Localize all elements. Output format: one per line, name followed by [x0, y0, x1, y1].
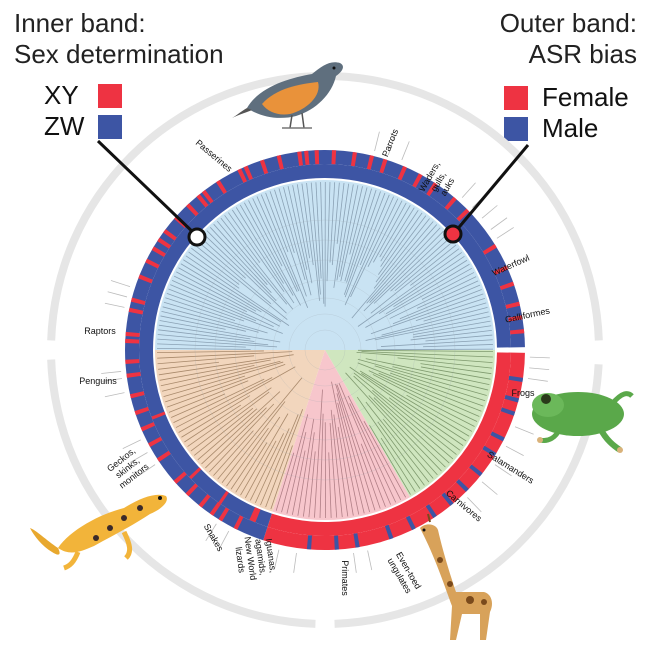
clade-tick [294, 553, 297, 573]
clade-tick [105, 393, 125, 397]
clade-label-raptors: Raptors [84, 326, 116, 336]
clade-tick [111, 280, 130, 286]
clade-label-geckos: Geckos,skinks,monitors [104, 445, 150, 491]
legend-pointer-left [98, 141, 205, 245]
clade-tick [497, 227, 514, 238]
clade-tick [515, 427, 534, 434]
clade-tick [402, 141, 409, 160]
clade-tick [529, 368, 549, 370]
clade-tick [482, 482, 497, 495]
clade-label-frogs: Frogs [511, 388, 535, 398]
clade-tick [491, 218, 507, 230]
clade-tick [368, 551, 372, 571]
band-separator [495, 347, 527, 353]
clade-label-parrots: Parrots [380, 127, 400, 158]
clade-tick [530, 357, 550, 358]
clade-tick [482, 205, 497, 218]
clade-label-passerines: Passerines [194, 138, 235, 175]
clade-label-snakes: Snakes [202, 522, 226, 553]
clade-tick [101, 371, 121, 373]
clade-tick [108, 292, 127, 297]
clade-tick [506, 446, 524, 455]
outer-band-female-mark [125, 339, 139, 344]
clade-label-penguins: Penguins [79, 376, 117, 386]
clade-tick [354, 553, 357, 573]
legend-pointer-right [445, 145, 528, 242]
outer-band-female-mark [331, 150, 336, 164]
clade-label-iguanas: Iguanas,agamids,New Worldlizards [232, 533, 279, 582]
clade-tick [105, 303, 125, 307]
clade-label-ungulates: Even-toedungulates [385, 550, 423, 596]
clade-tick [375, 132, 380, 151]
clade-label-salamanders: Salamanders [485, 449, 536, 486]
clade-label-primates: Primates [340, 560, 350, 596]
outer-band-female-mark [315, 150, 320, 164]
bird-photo [232, 62, 343, 128]
clade-tick [528, 379, 548, 382]
clade-tick [462, 183, 475, 198]
